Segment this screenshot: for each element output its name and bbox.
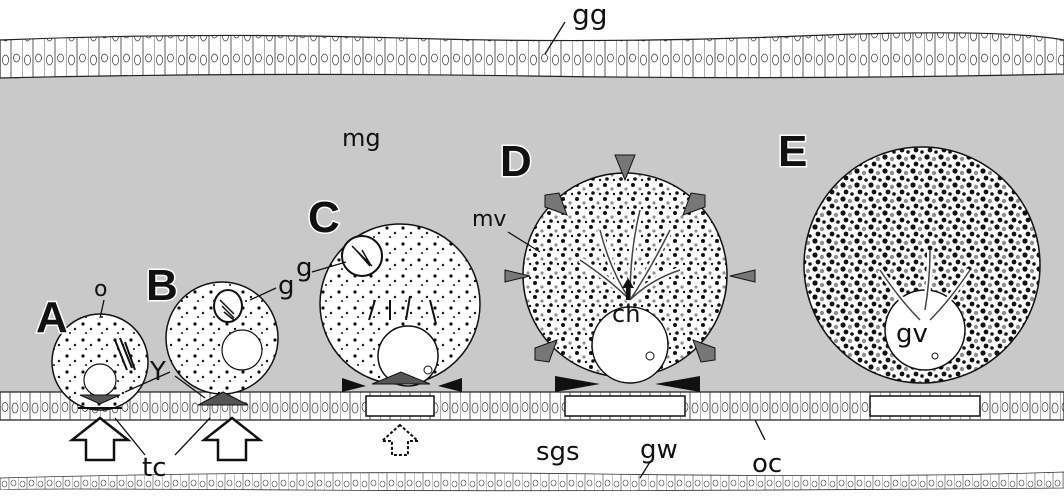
label-y: Y [149, 357, 166, 387]
label-sgs: sgs [536, 437, 580, 467]
panel-label-c: C [308, 193, 340, 242]
label-tc: tc [142, 453, 167, 483]
label-g-c: g [296, 253, 313, 283]
label-ch: ch [612, 300, 640, 328]
label-gg: gg [572, 0, 608, 31]
label-gw: gw [640, 435, 678, 465]
label-oc: oc [752, 449, 782, 479]
label-mg: mg [342, 124, 381, 152]
label-mv: mv [472, 207, 506, 232]
panel-label-e: E [778, 127, 807, 176]
panel-label-b: B [146, 261, 178, 310]
label-gv: gv [896, 319, 928, 349]
panel-label-a: A [36, 293, 68, 342]
label-g-b: g [278, 271, 295, 301]
label-o: o [94, 277, 107, 302]
panel-label-d: D [500, 137, 532, 186]
